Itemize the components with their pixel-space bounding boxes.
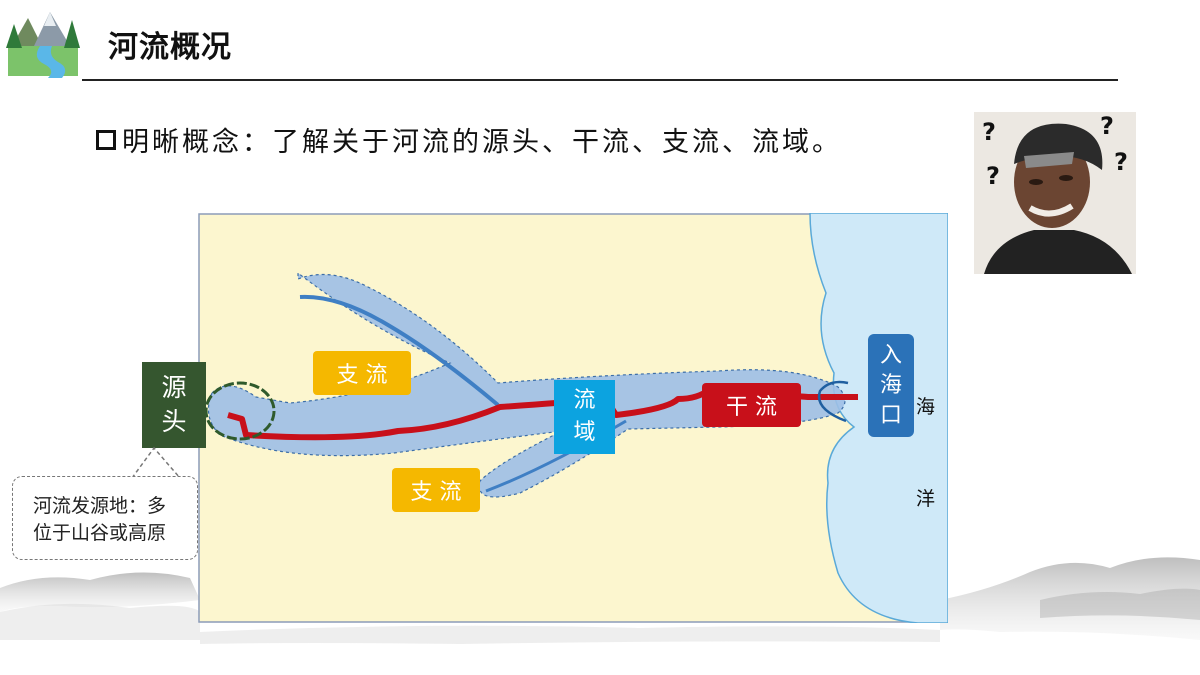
tributary-bottom-label: 支 流 bbox=[392, 468, 480, 512]
river-basin bbox=[207, 271, 846, 498]
confused-person-photo: ? ? ? ? bbox=[974, 112, 1136, 274]
estuary-label-text: 入海口 bbox=[879, 342, 902, 428]
svg-text:?: ? bbox=[1100, 112, 1114, 140]
main-stream-label: 干 流 bbox=[702, 383, 801, 427]
title-divider bbox=[82, 79, 1118, 81]
tributary-top-label-text: 支 流 bbox=[336, 363, 388, 388]
question-mark-icon: ? ? ? ? bbox=[982, 112, 1128, 190]
svg-text:?: ? bbox=[986, 162, 1000, 190]
page-title: 河流概况 bbox=[108, 30, 232, 65]
concept-line: 明晰概念：了解关于河流的源头、干流、支流、流域。 bbox=[96, 120, 842, 159]
landscape-logo-icon bbox=[6, 12, 80, 78]
callout-pointer bbox=[131, 446, 181, 479]
estuary-label: 入海口 bbox=[868, 334, 914, 437]
svg-text:?: ? bbox=[1114, 148, 1128, 176]
concept-text: 明晰概念：了解关于河流的源头、干流、支流、流域。 bbox=[122, 127, 842, 158]
basin-label-text: 流域 bbox=[573, 388, 596, 445]
checkbox-bullet-icon bbox=[96, 129, 116, 150]
note-line-1: 河流发源地：多 bbox=[33, 495, 167, 517]
tributary-bottom-label-text: 支 流 bbox=[410, 480, 462, 505]
source-note-callout: 河流发源地：多 位于山谷或高原 bbox=[12, 476, 198, 560]
ocean-label-bottom: 洋 bbox=[916, 488, 936, 510]
source-scribble bbox=[204, 381, 276, 441]
source-label-text: 源头 bbox=[161, 373, 187, 436]
estuary-swirl bbox=[817, 380, 849, 423]
note-line-2: 位于山谷或高原 bbox=[33, 522, 167, 544]
basin-label: 流域 bbox=[554, 380, 615, 454]
ocean-label-top: 海 bbox=[916, 396, 936, 418]
tributary-stream-top bbox=[299, 294, 500, 407]
source-label: 源头 bbox=[142, 362, 206, 448]
tributary-top-label: 支 流 bbox=[313, 351, 411, 395]
main-stream-label-text: 干 流 bbox=[726, 395, 777, 420]
svg-text:?: ? bbox=[982, 118, 996, 146]
